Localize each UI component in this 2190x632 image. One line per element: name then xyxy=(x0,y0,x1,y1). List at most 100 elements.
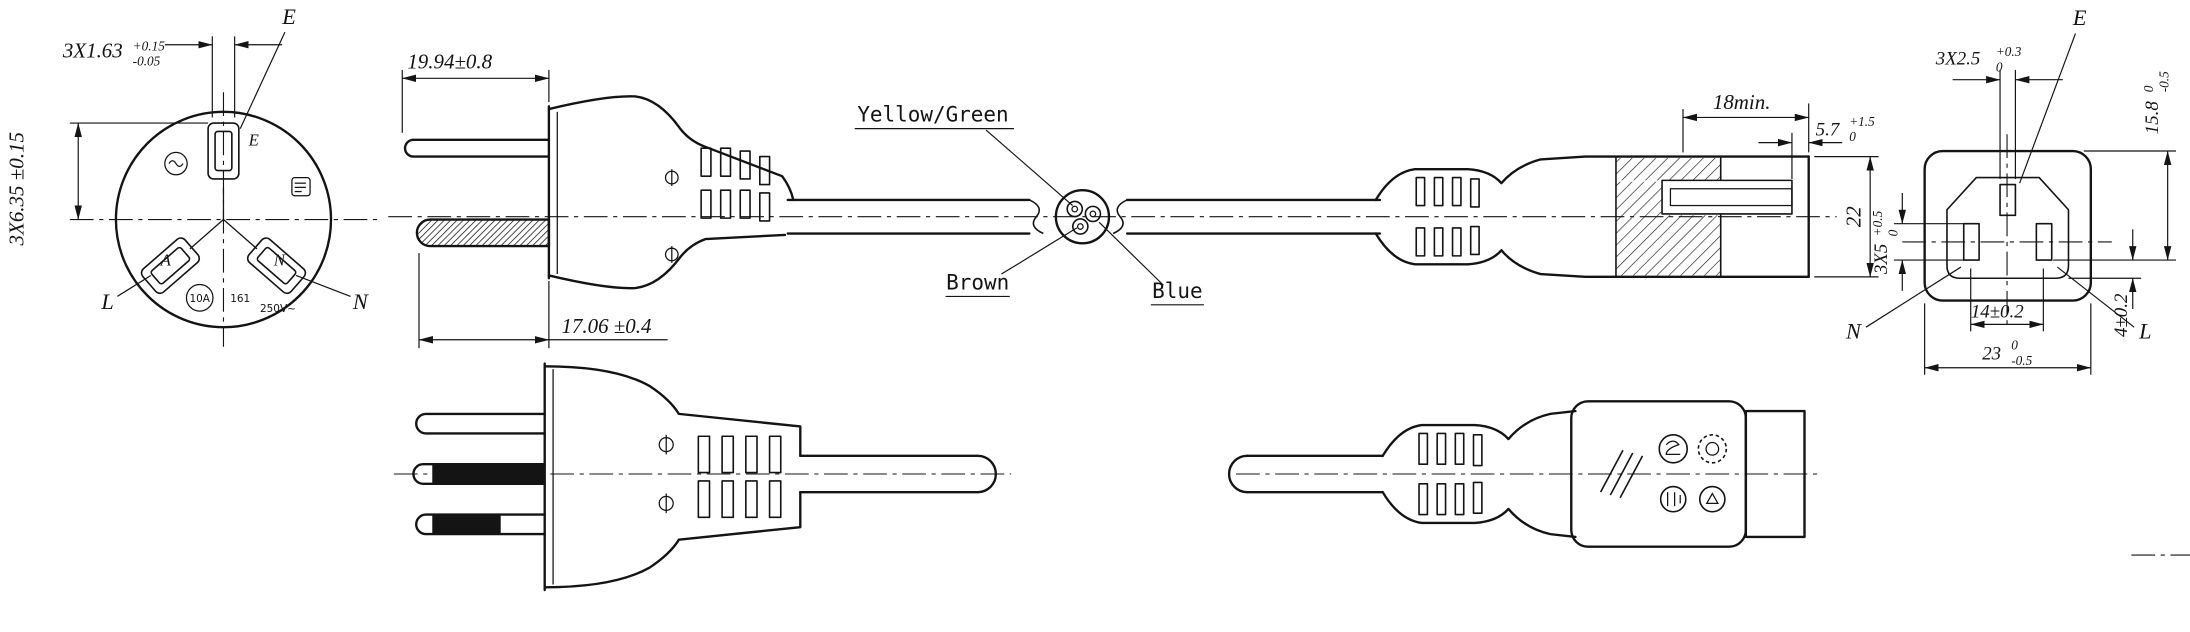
c13-face-view: 3X2.5 +0.3 0 E 15.8 0 -0.5 4±0.2 xyxy=(1845,5,2177,375)
wire-neutral-leader xyxy=(1098,221,1164,286)
earth-top-label: E xyxy=(281,4,296,29)
dim-slot-height-value: 3X5 xyxy=(1871,244,1892,275)
c13-side-view: 18min. 5.7 +1.5 0 22 xyxy=(1374,90,1879,279)
dim-slot-width-value: 3X2.5 xyxy=(1935,48,1981,69)
dim-overall-width-value: 23 xyxy=(1982,343,2001,364)
dim-slot-offset: 4±0.2 xyxy=(2068,229,2142,337)
power-pin-side xyxy=(415,218,551,248)
cable-break-right xyxy=(1112,199,1128,235)
rating-voltage-label: 250V~ xyxy=(260,303,296,315)
c13-side-view-rotated xyxy=(1227,400,1819,548)
wire-earth-label: Yellow/Green xyxy=(857,103,1008,127)
dim-height: 22 xyxy=(1814,156,1879,278)
dim-face-tol-dn: 0 xyxy=(1849,129,1856,144)
dim-width-top: 15.8 0 -0.5 xyxy=(2053,71,2177,261)
earth-pin-side xyxy=(403,138,551,158)
section-hatch xyxy=(1615,156,1722,277)
pin-mark-n-label: N xyxy=(273,251,286,270)
dim-slot-height-tol-dn: 0 xyxy=(1885,229,1900,236)
molded-squiggle-mark-icon xyxy=(1599,449,1644,499)
live-leader-line xyxy=(117,274,152,297)
neutral-label: N xyxy=(352,289,369,314)
dim-depth: 18min. xyxy=(1682,90,1810,153)
dim-overall-width-tol-up: 0 xyxy=(2011,338,2018,353)
cable-break-left xyxy=(1029,199,1044,235)
neutral-slot xyxy=(1962,222,1980,261)
cable-start-cap xyxy=(1227,454,1249,494)
dim-slot-width-tol-dn: 0 xyxy=(1996,59,2003,74)
contact-cavity xyxy=(1661,179,1793,215)
dim-power-pin-label: 17.06 ±0.4 xyxy=(561,314,651,338)
c13-body-top-rotated xyxy=(1381,409,1577,458)
neutral-leader-line xyxy=(295,274,351,297)
dim-pin-length: 3X6.35 ±0.15 xyxy=(5,122,209,246)
earth-leader-line xyxy=(239,31,286,129)
rating-current-label: 10A xyxy=(189,293,210,305)
strain-relief-ribs-rotated xyxy=(697,435,782,519)
c13-body-bottom xyxy=(1374,232,1810,279)
flat-pin-bottom xyxy=(415,513,546,536)
cable-end-cap xyxy=(976,454,997,494)
dim-slot-pitch: 14±0.2 xyxy=(1970,268,2044,332)
dim-slot-height: 3X5 +0.5 0 xyxy=(1870,192,1964,291)
certification-logo-icon xyxy=(291,176,311,197)
dim-power-pin-length: 17.06 ±0.4 xyxy=(418,253,668,349)
live-slot-leader xyxy=(2056,266,2135,328)
dim-earth-pin-label: 19.94±0.8 xyxy=(407,50,492,74)
flat-pin-top xyxy=(415,412,546,435)
cert-mark-2-icon xyxy=(1697,434,1728,464)
flat-pin-middle xyxy=(412,463,546,485)
dim-overall-width: 23 0 -0.5 xyxy=(1924,303,2092,375)
plug-body-outline-rotated xyxy=(543,362,802,592)
neutral-slot-label: N xyxy=(1845,318,1862,343)
live-label: L xyxy=(100,289,113,314)
dim-earth-pin-length: 19.94±0.8 xyxy=(401,50,550,133)
dim-slot-pitch-label: 14±0.2 xyxy=(1971,301,2024,322)
dim-overall-width-tol-dn: -0.5 xyxy=(2011,353,2032,368)
plug-side-view-rotated xyxy=(393,362,1012,592)
c13-face-outline xyxy=(1923,149,2093,302)
c13-body-top xyxy=(1374,155,1810,202)
dim-slot-width-tol-up: +0.3 xyxy=(1996,44,2022,59)
dim-face-tol-up: +1.5 xyxy=(1849,114,1875,129)
c13-strain-relief-ribs xyxy=(1415,176,1480,257)
wire-live-label: Brown xyxy=(946,270,1009,294)
plug-side-view: 19.94±0.8 17.06 ±0.4 xyxy=(388,50,1837,349)
dim-pin-width: 3X1.63 +0.15 -0.05 xyxy=(62,36,283,118)
dim-pin-width-tol-up: +0.15 xyxy=(133,38,166,53)
dim-face-recess: 5.7 +1.5 0 xyxy=(1758,114,1875,179)
strain-relief-ribs xyxy=(700,147,771,222)
wire-earth-leader xyxy=(985,129,1074,206)
screw-bosses-rotated xyxy=(658,434,674,514)
earth-slot xyxy=(1999,183,2017,217)
dim-width-top-value: 15.8 xyxy=(2142,101,2163,135)
flat-pin-bottom-fill xyxy=(432,514,501,535)
rating-circle xyxy=(185,283,214,312)
flat-pin-middle-fill xyxy=(432,464,546,484)
neutral-pin xyxy=(246,237,307,295)
dim-slot-width: 3X2.5 +0.3 0 xyxy=(1935,44,2063,179)
c13-body-bottom-rotated xyxy=(1381,490,1577,539)
earth-inner-label: E xyxy=(248,130,259,149)
pin-mark-a-label: A xyxy=(160,251,172,270)
dim-width-top-tol-up: 0 xyxy=(2141,85,2156,92)
dim-pin-width-tol-dn: -0.05 xyxy=(133,54,161,69)
screw-bosses xyxy=(664,169,679,263)
certification-mark-icon xyxy=(164,151,188,176)
dim-face-value: 5.7 xyxy=(1816,120,1841,141)
live-slot xyxy=(2035,222,2053,261)
plug-face-view: 10A 161 250V~ A N E 3X1.63 +0.15 -0.05 E… xyxy=(5,4,378,347)
cert-mark-3-icon xyxy=(1659,485,1687,513)
neutral-slot-leader xyxy=(1865,266,1962,328)
dim-width-top-tol-dn: -0.5 xyxy=(2156,71,2171,92)
dim-slot-height-tol-up: +0.5 xyxy=(1870,210,1885,236)
dim-depth-label: 18min. xyxy=(1713,90,1771,114)
cable-cross-section xyxy=(1054,188,1111,245)
c13-inner-contour xyxy=(1946,176,2070,280)
cert-mark-4-icon xyxy=(1698,485,1726,513)
mold-code-label: 161 xyxy=(230,293,250,305)
dim-height-label: 22 xyxy=(1841,206,1865,227)
c13-head-block xyxy=(1744,409,1806,539)
